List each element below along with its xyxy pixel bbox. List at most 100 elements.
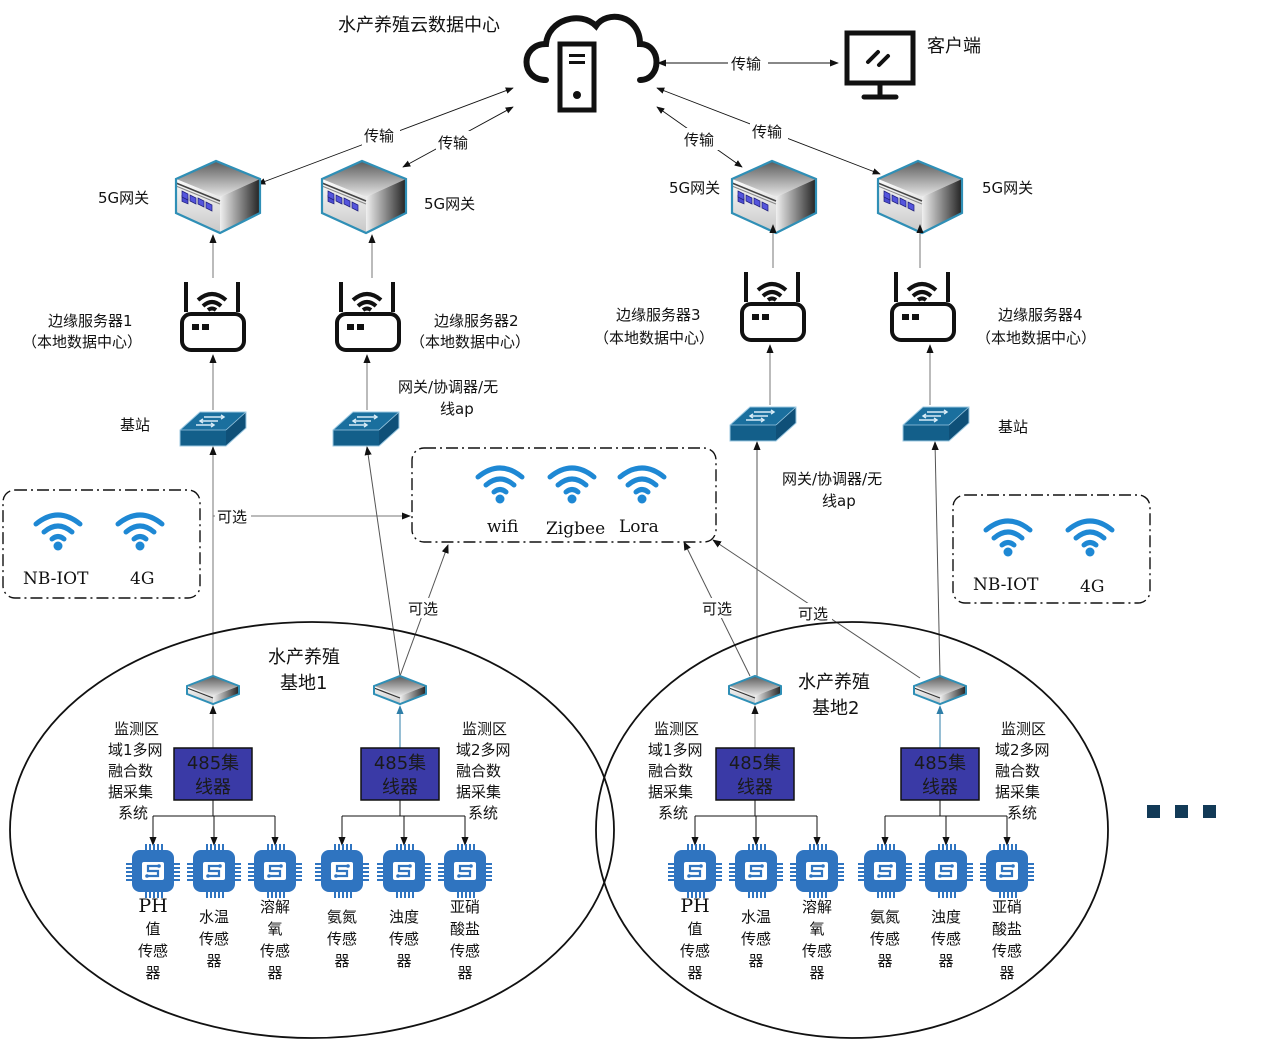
sensor-label-line: 氧 (267, 920, 282, 938)
zone-description-line: 据采集 (456, 783, 501, 801)
base2-zone2-uplink (931, 441, 941, 677)
wifi-icon (986, 521, 1030, 557)
sensor-label-line: 亚硝 (992, 898, 1022, 916)
sensor-label-line: 器 (999, 964, 1014, 982)
sensor-chip-icon (788, 842, 846, 900)
zone-description-line: 融合数 (456, 762, 501, 780)
base-boundary (9, 621, 615, 1039)
gateway-icon (730, 159, 818, 235)
sensor-chip-icon (185, 842, 243, 900)
base-title-line2: 基地1 (280, 673, 327, 694)
sensor-label-line: 氧 (809, 920, 824, 938)
ap-switch-icon (332, 411, 400, 447)
local-label-wifi: wifi (487, 517, 518, 537)
transfer-label-2: 传输 (438, 134, 468, 152)
wireless-wan-left-box: NB-IOT 4G (2, 489, 201, 599)
sensor-label-line: 器 (206, 952, 221, 970)
sensor-chip-icon (978, 842, 1036, 900)
base-station-label-1: 基站 (120, 416, 150, 434)
gateway-label-4: 5G网关 (982, 179, 1033, 197)
sensor-label-line: 传感 (931, 930, 961, 948)
sensor-label-line: PH (138, 895, 167, 917)
wifi-icon (118, 515, 162, 551)
sensor-label-line: 器 (809, 964, 824, 982)
sensor-label-line: 水温 (199, 908, 229, 926)
hub-label-line1: 485集 (914, 753, 966, 774)
edge-server-sub-4: （本地数据中心） (976, 329, 1096, 347)
edge-server-sub-1: （本地数据中心） (22, 333, 142, 351)
gateway-label-3: 5G网关 (669, 179, 720, 197)
rs485-hub (360, 747, 440, 801)
sensor-label-line: 值 (687, 920, 702, 938)
zone-description-line: 域2多网 (995, 741, 1050, 759)
sensor-label-line: 溶解 (260, 898, 290, 916)
sensor-label-line: 水温 (741, 908, 771, 926)
wifi-icon (36, 515, 80, 551)
zone-description-line: 域1多网 (648, 741, 703, 759)
client-transfer-label: 传输 (731, 55, 761, 73)
wan-right-label-4g: 4G (1080, 577, 1104, 597)
zone-switch-icon (728, 675, 782, 705)
router-icon (890, 270, 956, 342)
rs485-hub (173, 747, 253, 801)
ap-label-2-line1: 网关/协调器/无 (782, 470, 882, 488)
optional-label-3: 可选 (702, 600, 732, 618)
sensor-label-line: 传感 (450, 942, 480, 960)
zone-description-line: 系统 (468, 804, 498, 822)
transfer-label-4: 传输 (752, 123, 782, 141)
sensor-label-line: 溶解 (802, 898, 832, 916)
wireless-wan-right-box: NB-IOT 4G (952, 494, 1151, 604)
gateway-icon (174, 159, 262, 235)
transfer-label-3: 传输 (684, 131, 714, 149)
optional-label-1: 可选 (217, 508, 247, 526)
sensor-chip-icon (436, 842, 494, 900)
sensor-label-line: 酸盐 (992, 920, 1022, 938)
gateway-label-2: 5G网关 (424, 195, 475, 213)
base-station-icon (902, 406, 970, 442)
sensor-label-line: 器 (457, 964, 472, 982)
wifi-icon (478, 468, 522, 504)
monitor-icon (844, 30, 916, 100)
edge-server-sub-3: （本地数据中心） (594, 329, 714, 347)
sensor-label-line: 器 (334, 952, 349, 970)
wifi-icon (550, 468, 594, 504)
ap-label-1-line2: 线ap (440, 400, 474, 418)
sensor-chip-icon (727, 842, 785, 900)
sensor-label-line: 传感 (260, 942, 290, 960)
sensor-label-line: 传感 (741, 930, 771, 948)
hub-label-line1: 485集 (729, 753, 781, 774)
zone-description-line: 域1多网 (108, 741, 163, 759)
zone-description-line: 据采集 (108, 783, 153, 801)
sensor-chip-icon (917, 842, 975, 900)
cloud-title: 水产养殖云数据中心 (338, 14, 500, 36)
sensor-label-line: 器 (938, 952, 953, 970)
zone-description-line: 系统 (118, 804, 148, 822)
cloud-server-icon (523, 13, 660, 113)
base-station-label-2: 基站 (998, 418, 1028, 436)
edge-server-name-1: 边缘服务器1 (48, 312, 133, 330)
base-boundary (595, 621, 1109, 1039)
gateway-label-1: 5G网关 (98, 189, 149, 207)
zone-description-line: 系统 (1007, 804, 1037, 822)
sensor-label-line: 传感 (680, 942, 710, 960)
router-icon (740, 270, 806, 342)
sensor-label-line: 浊度 (389, 908, 419, 926)
sensor-label-line: 器 (687, 964, 702, 982)
base-station-icon (179, 411, 247, 447)
sensor-label-line: 器 (145, 964, 160, 982)
gateway-icon (320, 159, 408, 235)
optional-label-4: 可选 (798, 605, 828, 623)
transfer-label-1: 传输 (364, 127, 394, 145)
zone-description-line: 融合数 (995, 762, 1040, 780)
sensor-label-line: 浊度 (931, 908, 961, 926)
aquaculture-base-2: 水产养殖基地2485集线器监测区域1多网融合数据采集系统485集线器监测区域2多… (595, 621, 1109, 1039)
edge-server-name-4: 边缘服务器4 (998, 306, 1083, 324)
sensor-chip-icon (246, 842, 304, 900)
sensor-label-line: 传感 (802, 942, 832, 960)
sensor-label-line: 亚硝 (450, 898, 480, 916)
base1-zone2-uplink (364, 446, 401, 677)
sensor-label-line: 传感 (389, 930, 419, 948)
zone-switch-icon (373, 675, 427, 705)
zone-description-line: 据采集 (995, 783, 1040, 801)
sensor-chip-icon (856, 842, 914, 900)
